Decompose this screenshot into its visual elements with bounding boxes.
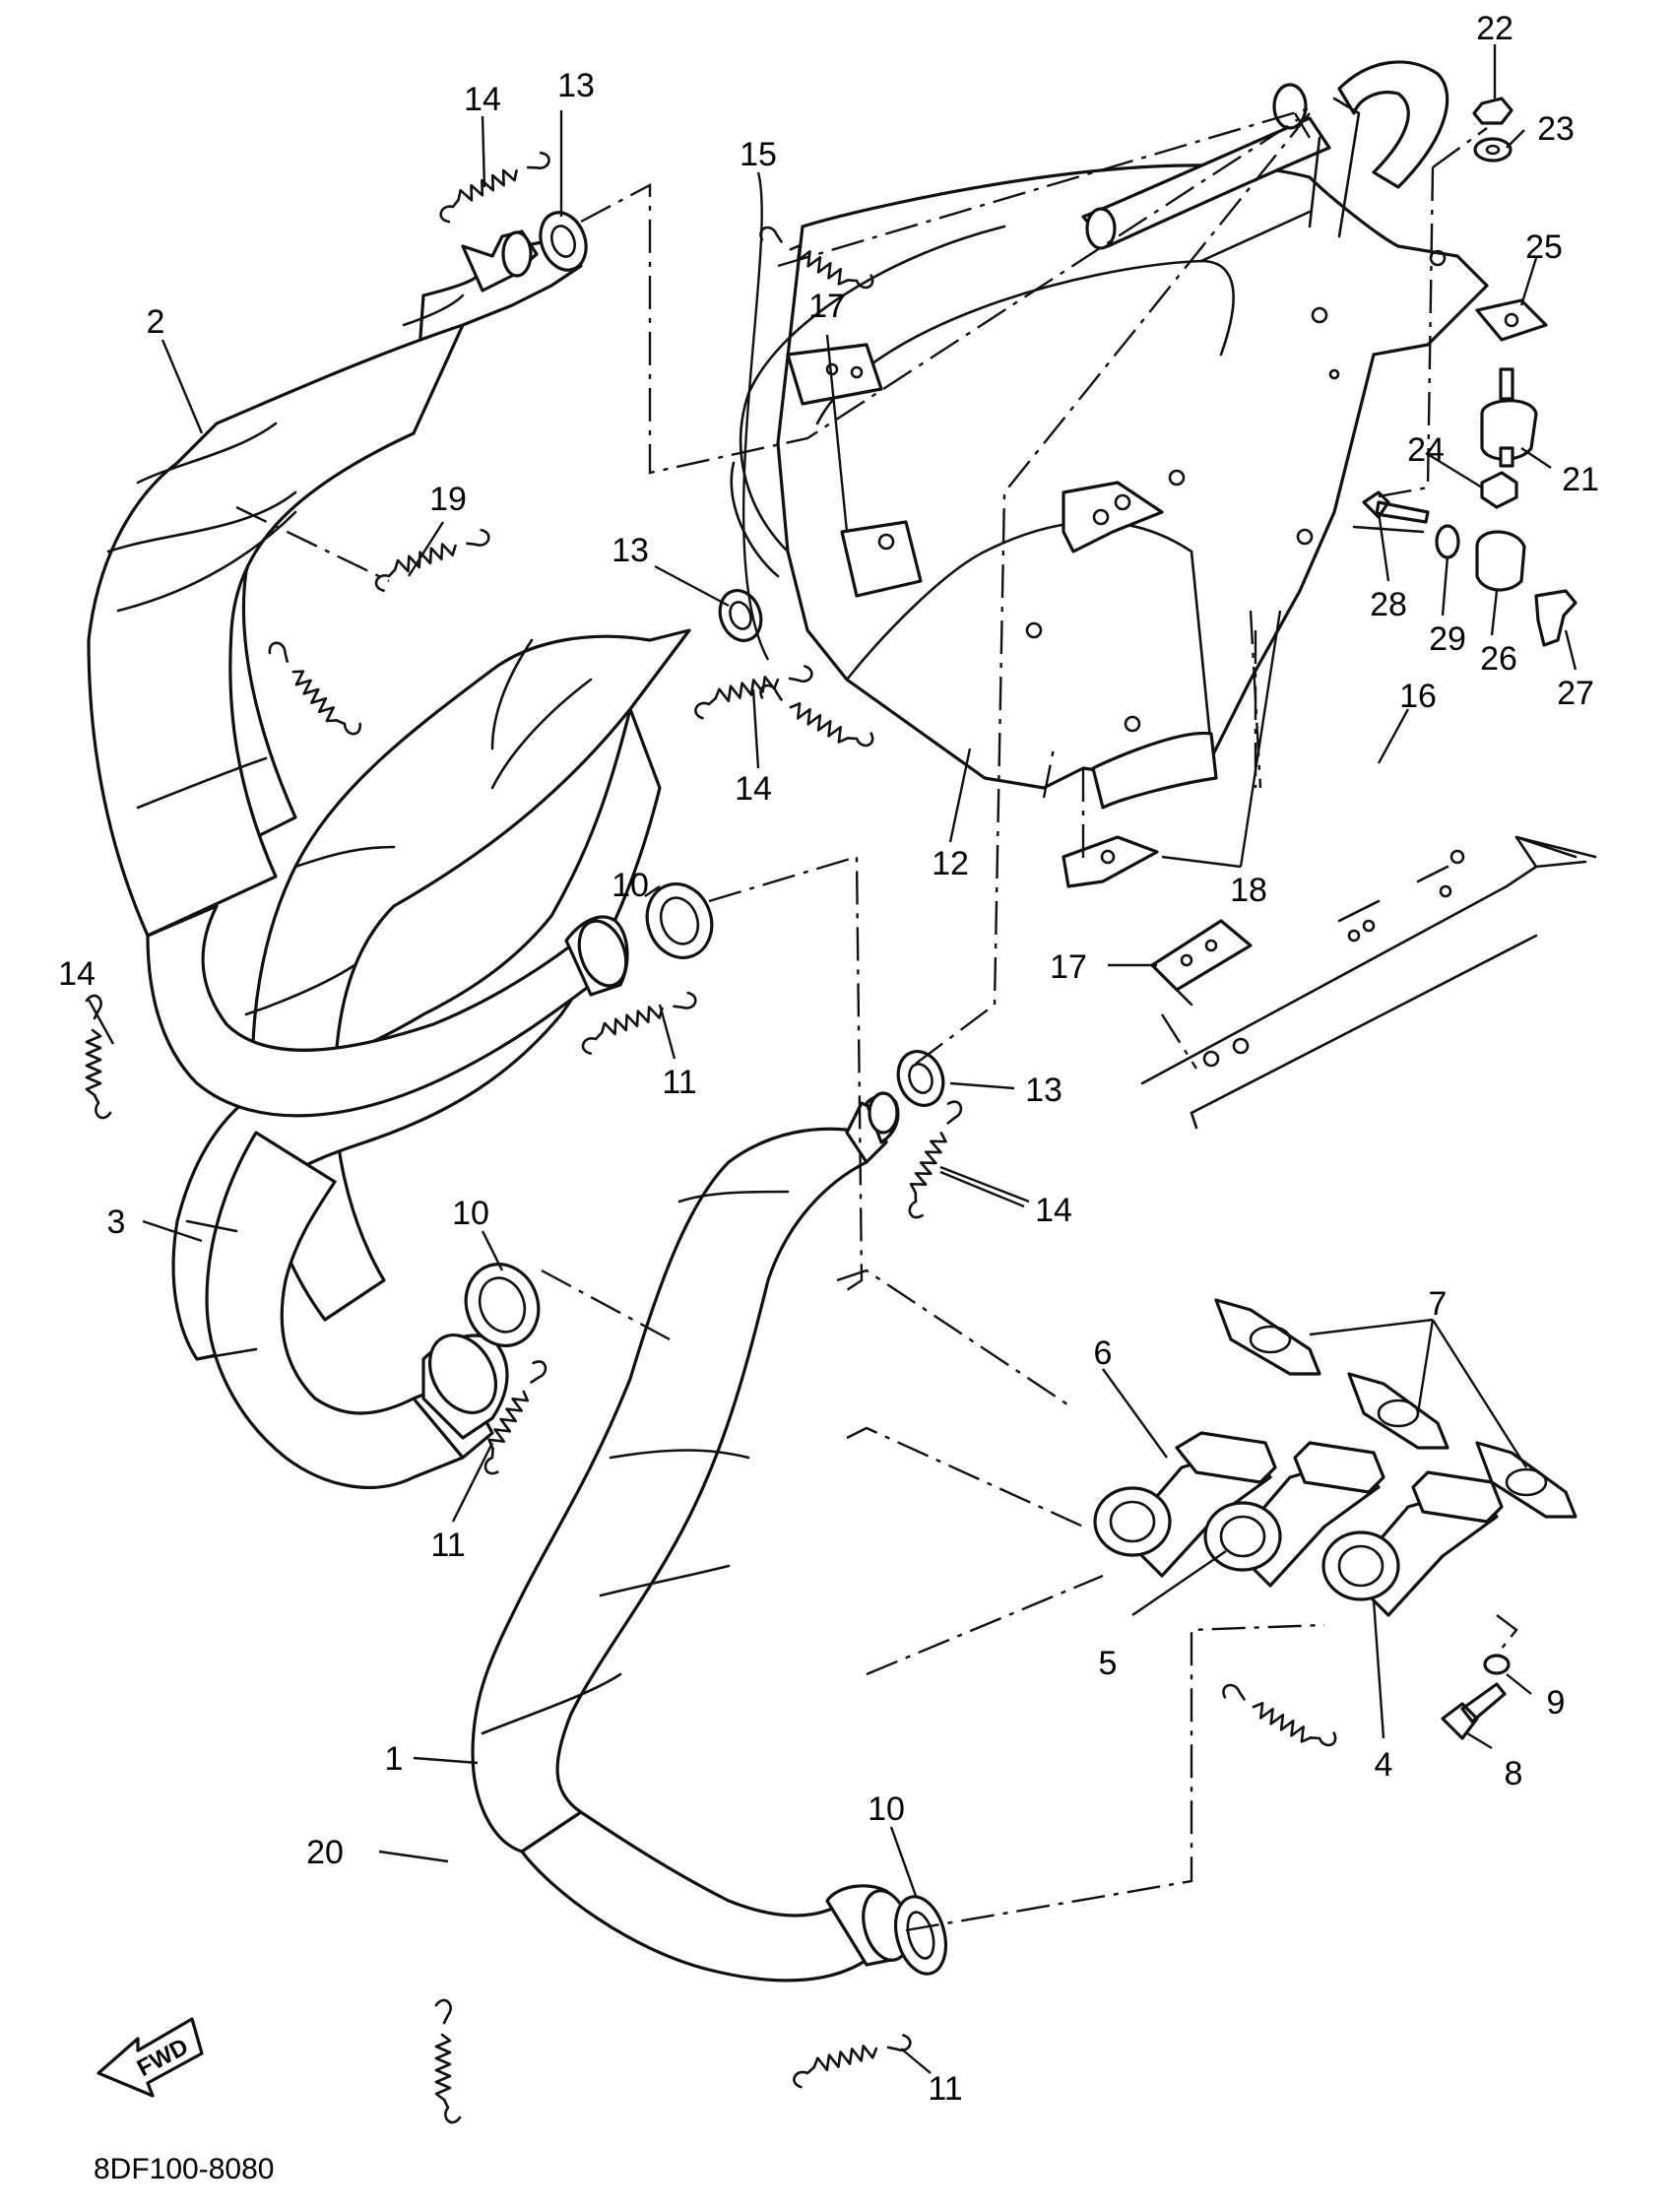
callout-18: 18	[1230, 872, 1267, 909]
callout-25: 25	[1525, 228, 1563, 266]
expansion-chamber-2	[87, 229, 583, 938]
callout-8: 8	[1505, 1755, 1523, 1792]
callout-13-mid: 13	[612, 532, 649, 569]
callout-11-lower: 11	[928, 2070, 962, 2108]
callout-27: 27	[1557, 675, 1594, 712]
callout-3: 3	[107, 1204, 126, 1241]
callout-9: 9	[1547, 1684, 1566, 1722]
callout-14-lower: 14	[1035, 1192, 1072, 1229]
callout-12: 12	[932, 845, 969, 882]
callout-5: 5	[1099, 1645, 1118, 1682]
callout-10-upper: 10	[612, 867, 649, 904]
mount-hardware	[1352, 97, 1577, 647]
callout-labels: 22 23 25 21 24 28 29 26 27 16 18 17 13 1…	[58, 10, 1599, 2108]
leader-lines	[87, 44, 1577, 2074]
drawing-code: 8DF100-8080	[94, 2153, 274, 2185]
callout-2: 2	[147, 303, 165, 341]
callout-28: 28	[1370, 586, 1407, 623]
exhaust-header-4	[1321, 1470, 1504, 1617]
callout-15: 15	[740, 136, 777, 173]
callout-14-top: 14	[464, 81, 501, 118]
header-gaskets	[1214, 1298, 1577, 1519]
callout-14-left: 14	[58, 955, 96, 993]
callout-4: 4	[1375, 1746, 1393, 1784]
callout-1: 1	[385, 1740, 404, 1778]
exhaust-header-6	[1093, 1431, 1277, 1578]
muffler-assembly	[730, 60, 1489, 888]
exhaust-header-5	[1203, 1441, 1385, 1588]
strap-bracket-lower	[1150, 919, 1253, 992]
exhaust-pipe-2-lower	[146, 904, 629, 1118]
frame-rail	[1140, 835, 1597, 1130]
callout-10-lower: 10	[868, 1790, 905, 1828]
exhaust-pipe-3-lower	[185, 1131, 509, 1489]
forward-arrow-icon: FWD	[97, 2017, 204, 2098]
callout-26: 26	[1480, 640, 1517, 678]
callout-21: 21	[1562, 461, 1599, 498]
callout-23: 23	[1537, 110, 1575, 148]
callout-17-lower: 17	[1050, 948, 1087, 986]
callout-11-upper: 11	[662, 1064, 696, 1101]
washer-9	[1483, 1654, 1511, 1675]
bolt-8	[1441, 1682, 1507, 1740]
callout-16: 16	[1399, 678, 1437, 715]
callout-19: 19	[429, 481, 467, 518]
expansion-chamber-1	[471, 1091, 911, 1983]
seal-rings	[464, 211, 947, 1976]
assembly-lines	[235, 106, 1518, 1932]
callout-17-upper: 17	[808, 288, 846, 325]
callout-24: 24	[1407, 431, 1445, 469]
callout-20: 20	[306, 1834, 344, 1871]
callout-7: 7	[1429, 1285, 1448, 1323]
callout-10-mid: 10	[452, 1195, 489, 1232]
callout-13-lower: 13	[1025, 1072, 1062, 1109]
callout-22: 22	[1476, 10, 1513, 47]
callout-11-mid: 11	[430, 1527, 465, 1564]
callout-13-top: 13	[557, 67, 595, 104]
callout-14-mid: 14	[735, 770, 772, 808]
callout-6: 6	[1094, 1334, 1113, 1372]
callout-29: 29	[1429, 620, 1466, 658]
